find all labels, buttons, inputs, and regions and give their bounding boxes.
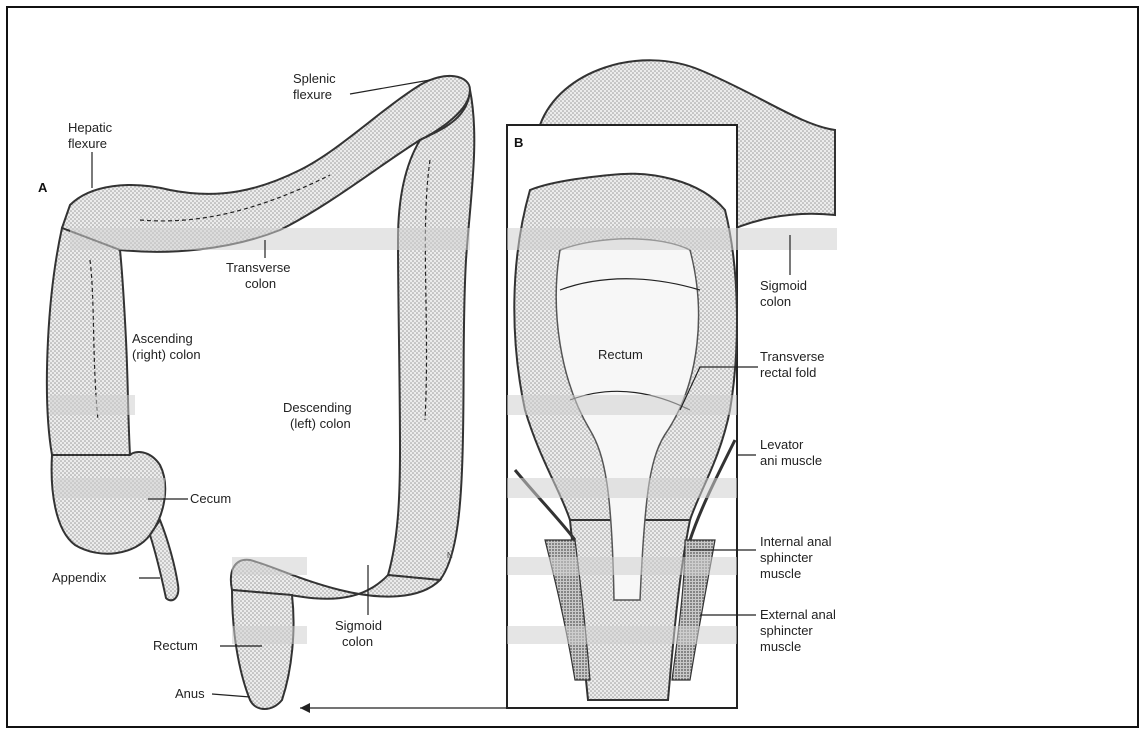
appendix-shape [150, 520, 178, 600]
label-internal-sphincter-line1: Internal anal [760, 534, 832, 549]
label-levator-ani-line2: ani muscle [760, 453, 822, 468]
label-external-sphincter-line1: External anal [760, 607, 836, 622]
panel-b-letter: B [514, 135, 523, 150]
label-descending-colon-line2: (left) colon [290, 416, 351, 431]
label-ascending-colon-line1: Ascending [132, 331, 193, 346]
label-external-sphincter-line3: muscle [760, 639, 801, 654]
panel-a-letter: A [38, 180, 48, 195]
label-transverse-colon-line2: colon [245, 276, 276, 291]
label-transverse-colon-line1: Transverse [226, 260, 291, 275]
label-sigmoid-colon-a-line1: Sigmoid [335, 618, 382, 633]
label-internal-sphincter-line2: sphincter [760, 550, 813, 565]
label-sigmoid-colon-b-line1: Sigmoid [760, 278, 807, 293]
label-sigmoid-colon-a-line2: colon [342, 634, 373, 649]
rectum-shape [232, 590, 294, 709]
label-appendix: Appendix [52, 570, 107, 585]
label-ascending-colon-line2: (right) colon [132, 347, 201, 362]
connector-arrow-head [300, 703, 310, 713]
label-splenic-flexure-line2: flexure [293, 87, 332, 102]
label-transverse-rectal-fold-line2: rectal fold [760, 365, 816, 380]
label-sigmoid-colon-b-line2: colon [760, 294, 791, 309]
label-rectum-b: Rectum [598, 347, 643, 362]
illustrator-credit: N [447, 551, 453, 560]
descending-colon-shape [388, 90, 474, 580]
ascending-colon-shape [47, 228, 130, 455]
label-descending-colon-line1: Descending [283, 400, 352, 415]
label-hepatic-flexure-line2: flexure [68, 136, 107, 151]
label-levator-ani-line1: Levator [760, 437, 804, 452]
label-rectum-a: Rectum [153, 638, 198, 653]
label-hepatic-flexure-line1: Hepatic [68, 120, 113, 135]
panel-a-illustration [47, 76, 475, 709]
label-transverse-rectal-fold-line1: Transverse [760, 349, 825, 364]
cecum-shape [52, 452, 166, 554]
leader-anus [212, 694, 250, 697]
label-splenic-flexure-line1: Splenic [293, 71, 336, 86]
label-external-sphincter-line2: sphincter [760, 623, 813, 638]
label-anus: Anus [175, 686, 205, 701]
label-cecum: Cecum [190, 491, 231, 506]
label-internal-sphincter-line3: muscle [760, 566, 801, 581]
